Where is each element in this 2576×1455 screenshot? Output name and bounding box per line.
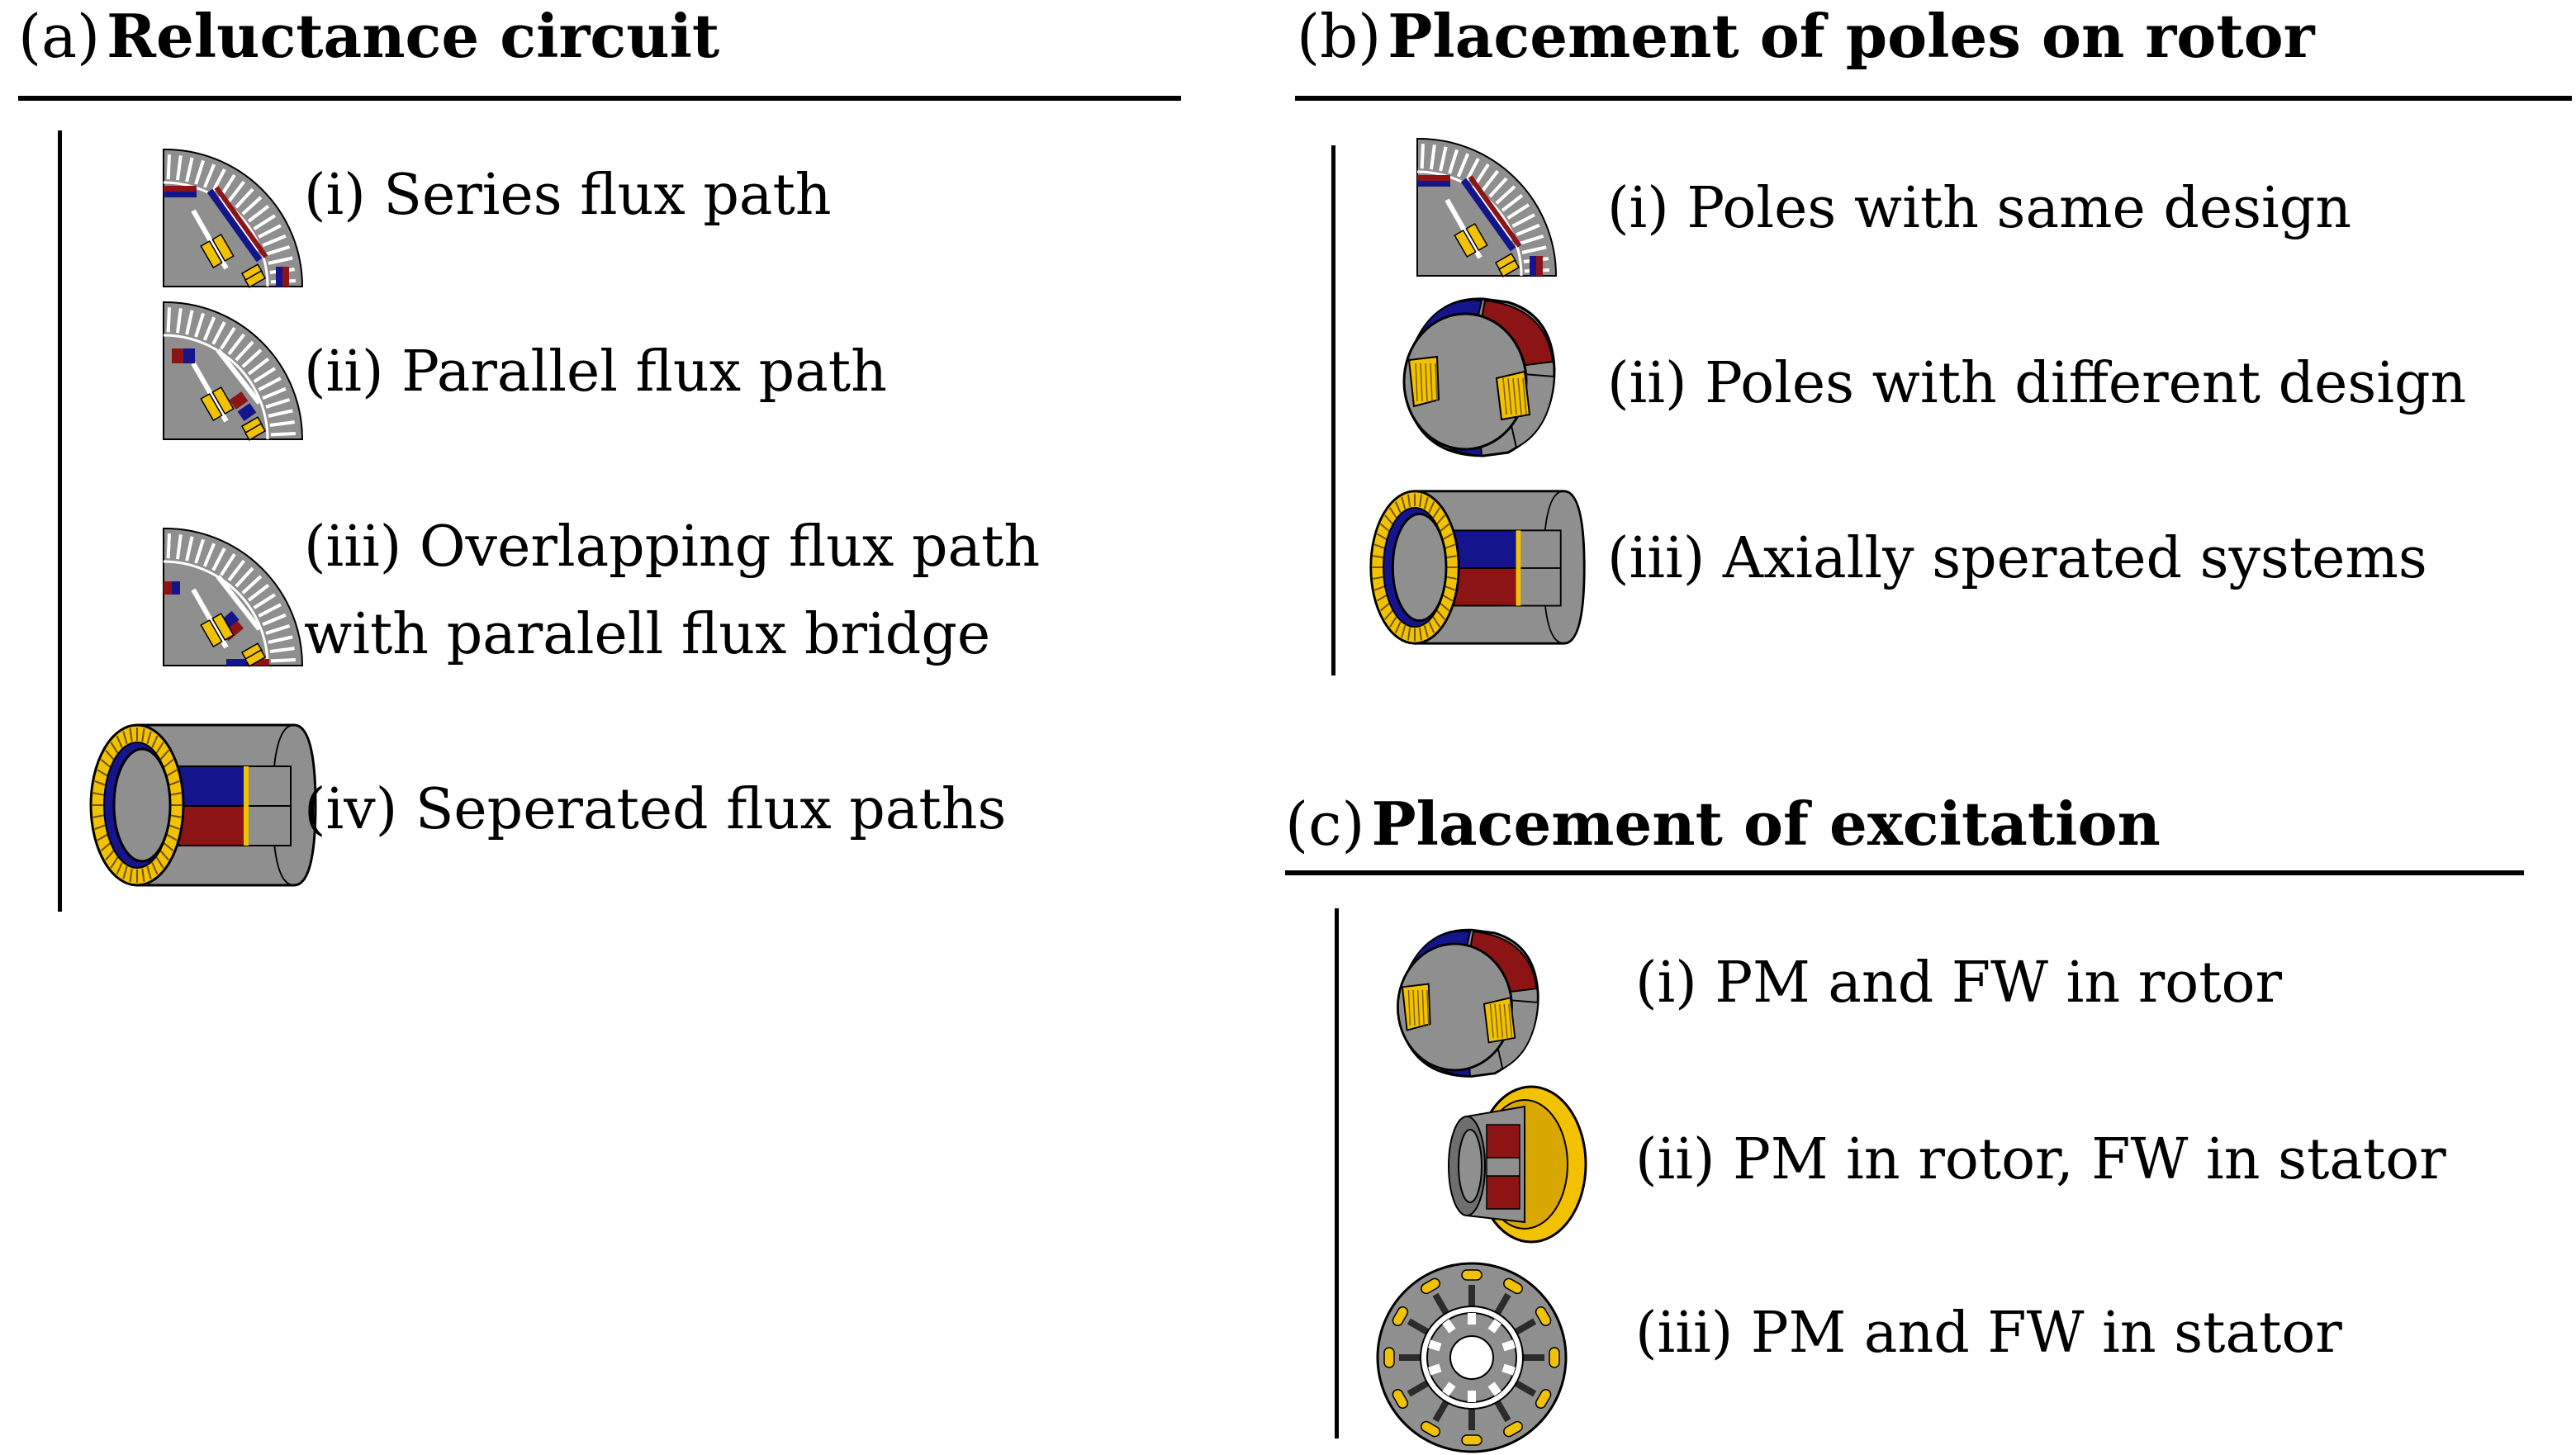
rotor-poles-icon [1402,297,1556,457]
item-a3-label-line1: (iii) Overlapping flux path [304,514,1041,580]
section-a-title: Reluctance circuit [107,1,720,71]
axial-cylinder-icon [1369,490,1586,645]
axial-cylinder-icon [89,723,317,887]
item-b3-label: (iii) Axially sperated systems [1607,526,2427,591]
stator-cross-section-icon [1376,1262,1568,1453]
item-b1-label: (i) Poles with same design [1607,176,2352,241]
section-a-rule [18,96,1181,101]
quarter-section-icon [1416,137,1558,277]
item-c1-label: (i) PM and FW in rotor [1635,950,2282,1016]
item-a2-label: (ii) Parallel flux path [304,339,887,405]
section-b-header: (b)Placement of poles on rotor [1297,7,2315,67]
section-c-title: Placement of excitation [1371,789,2161,859]
quarter-section-icon [163,527,304,667]
item-a4-label: (iv) Seperated flux paths [304,777,1007,842]
section-b-title: Placement of poles on rotor [1388,1,2315,71]
section-b-bracket [1331,145,1335,675]
item-c3-label: (iii) PM and FW in stator [1635,1301,2342,1366]
section-a-tag: (a) [18,2,101,71]
section-a-header: (a)Reluctance circuit [18,7,719,67]
section-c-bracket [1335,908,1339,1438]
ring-winding-icon [1448,1085,1587,1244]
item-c2-label: (ii) PM in rotor, FW in stator [1635,1127,2446,1192]
item-a1-label: (i) Series flux path [304,163,832,228]
quarter-section-icon [163,301,304,441]
section-b-tag: (b) [1297,2,1382,71]
rotor-poles-icon [1397,928,1539,1078]
item-a3-label-line2: with paralell flux bridge [304,602,991,667]
item-b2-label: (ii) Poles with different design [1607,351,2467,416]
section-c-rule [1285,870,2524,875]
section-c-header: (c)Placement of excitation [1285,794,2161,855]
section-b-rule [1295,96,2572,101]
section-c-tag: (c) [1285,789,1365,859]
section-a-bracket [58,130,62,912]
quarter-section-icon [163,148,304,288]
